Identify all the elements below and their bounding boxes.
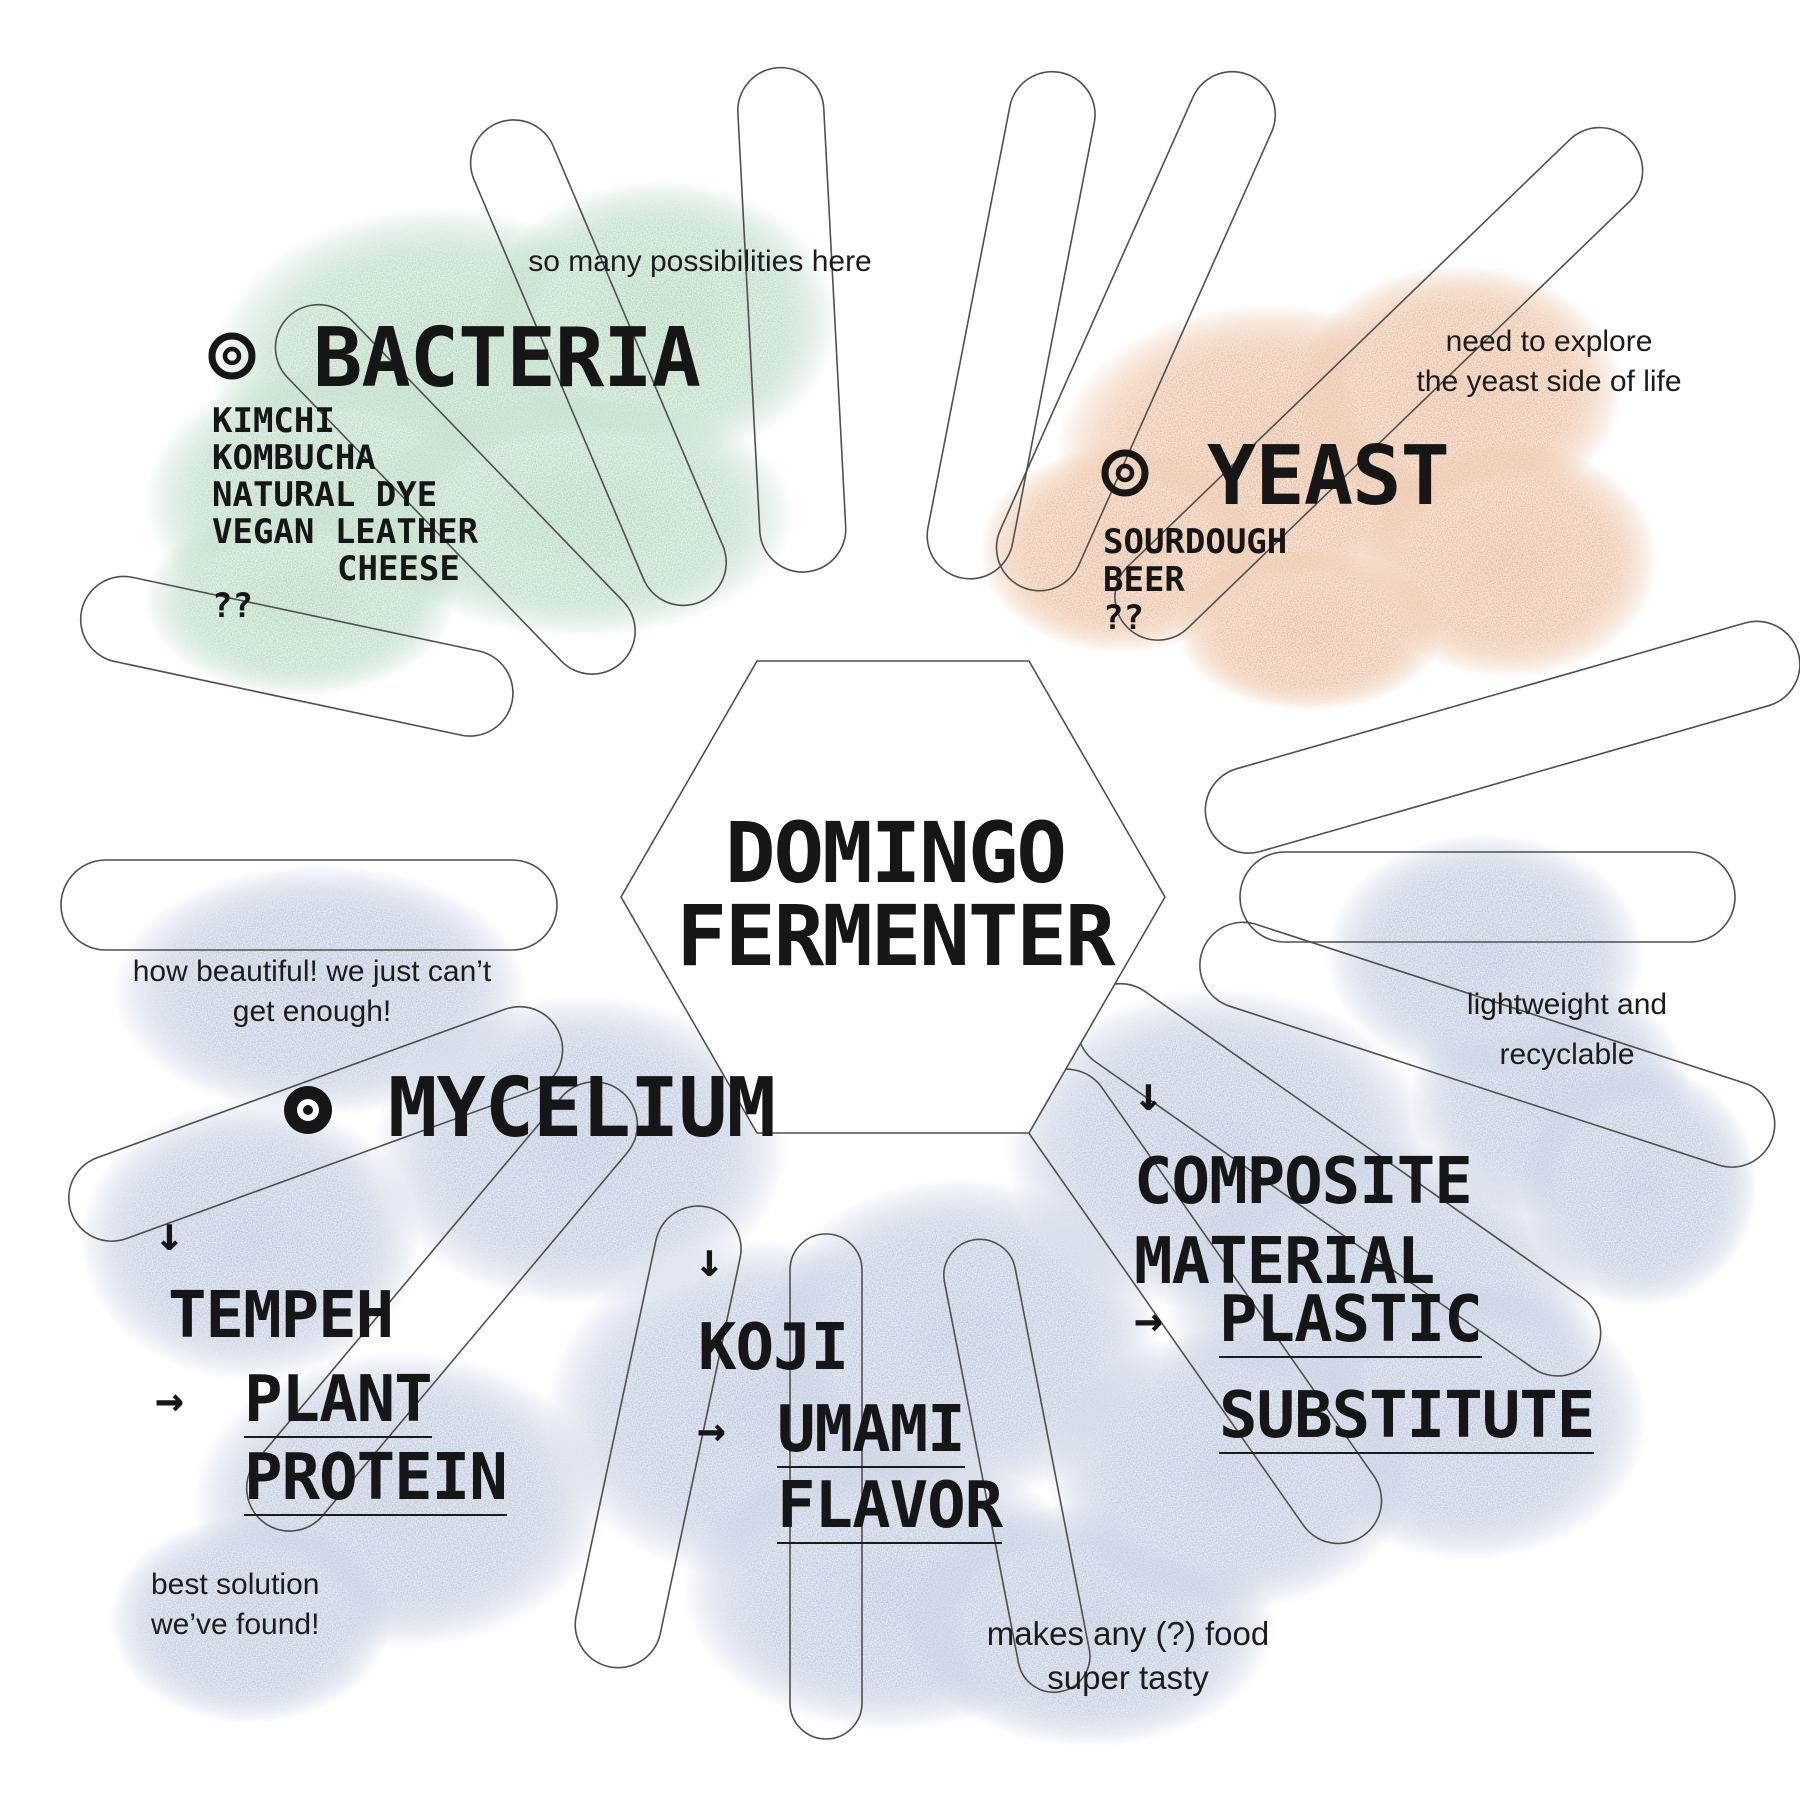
- ray: [1239, 851, 1736, 943]
- koji-note: makes any (?) food super tasty: [987, 1612, 1269, 1700]
- composite-note: lightweight and recyclable: [1467, 980, 1667, 1080]
- koji-result-line1: UMAMI: [777, 1393, 966, 1468]
- bacteria-item-kimchi: KIMCHI: [212, 401, 335, 441]
- ray: [274, 303, 636, 675]
- koji-result-line2: FLAVOR: [777, 1469, 1003, 1544]
- ray: [1199, 921, 1776, 1168]
- ray: [789, 1233, 863, 1740]
- yeast-note-line1: need to explore: [1445, 325, 1653, 358]
- tempeh-heading: TEMPEH: [168, 1279, 394, 1353]
- bacteria-item-vegan-leather: VEGAN LEATHER: [212, 512, 479, 552]
- bacteria-bullseye-icon: [208, 332, 256, 380]
- composite-result-line2: SUBSTITUTE: [1219, 1379, 1595, 1454]
- bacteria-item-natural-dye: NATURAL DYE: [212, 475, 438, 515]
- center-title-line1: DOMINGO: [724, 804, 1067, 902]
- yeast-note-line2: the yeast side of life: [1416, 365, 1682, 398]
- composite-result-line1: PLASTIC: [1219, 1283, 1483, 1358]
- composite-arrow-right-icon: →: [1134, 1292, 1163, 1348]
- koji-note-line2: super tasty: [1047, 1659, 1209, 1696]
- ray: [1114, 126, 1644, 641]
- center-title: DOMINGO FERMENTER: [676, 804, 1115, 985]
- ray: [245, 1081, 639, 1532]
- ray: [737, 66, 847, 573]
- mycelium-note-line1: how beautiful! we just can’t: [132, 955, 492, 988]
- composite-heading-line1: COMPOSITE: [1134, 1145, 1473, 1219]
- bacteria-item-kombucha: KOMBUCHA: [212, 438, 376, 478]
- bacteria-heading: BACTERIA: [313, 311, 701, 406]
- tempeh-arrow-down-icon: ↓: [155, 1206, 184, 1262]
- ray: [574, 1205, 742, 1669]
- tempeh-note-line2: we’ve found!: [151, 1608, 320, 1641]
- koji-note-line1: makes any (?) food: [986, 1615, 1270, 1652]
- center-hexagon: [620, 660, 1166, 1134]
- ray: [79, 575, 514, 737]
- yeast-note: need to explore the yeast side of life: [1416, 322, 1681, 402]
- yeast-item-sourdough: SOURDOUGH: [1103, 522, 1288, 562]
- ray: [67, 1005, 564, 1242]
- koji-arrow-right-icon: →: [697, 1402, 726, 1458]
- mycelium-note-line2: get enough!: [232, 995, 392, 1028]
- mycelium-bullseye-icon: [284, 1086, 332, 1134]
- ray: [943, 1238, 1091, 1694]
- bacteria-note: so many possibilities here: [528, 245, 872, 278]
- yeast-item-unknown: ??: [1103, 598, 1144, 638]
- yeast-heading: YEAST: [1207, 429, 1450, 524]
- tempeh-arrow-right-icon: →: [155, 1372, 184, 1428]
- composite-note-line2: recyclable: [1499, 1038, 1635, 1071]
- mycelium-note: how beautiful! we just can’t get enough!: [133, 952, 492, 1032]
- mycelium-heading: MYCELIUM: [388, 1061, 776, 1156]
- yeast-item-beer: BEER: [1103, 560, 1185, 600]
- tempeh-note-line1: best solution: [151, 1568, 320, 1601]
- composite-arrow-down-icon: ↓: [1134, 1066, 1163, 1122]
- koji-arrow-down-icon: ↓: [695, 1232, 724, 1288]
- ray: [1204, 620, 1800, 854]
- center-title-line2: FERMENTER: [676, 887, 1115, 985]
- tempeh-note: best solution we’ve found!: [151, 1565, 319, 1645]
- ray: [469, 119, 727, 607]
- koji-heading: KOJI: [698, 1311, 849, 1385]
- ray: [995, 70, 1277, 592]
- tempeh-result-line1: PLANT: [244, 1363, 433, 1438]
- tempeh-result-line2: PROTEIN: [244, 1441, 508, 1516]
- composite-heading-line2: MATERIAL: [1134, 1225, 1435, 1299]
- bacteria-item-unknown: ??: [212, 586, 253, 626]
- composite-note-line1: lightweight and: [1466, 988, 1668, 1021]
- ray: [926, 70, 1096, 580]
- ray: [60, 859, 558, 951]
- bacteria-item-cheese: CHEESE: [337, 549, 460, 589]
- yeast-bullseye-icon: [1101, 449, 1149, 497]
